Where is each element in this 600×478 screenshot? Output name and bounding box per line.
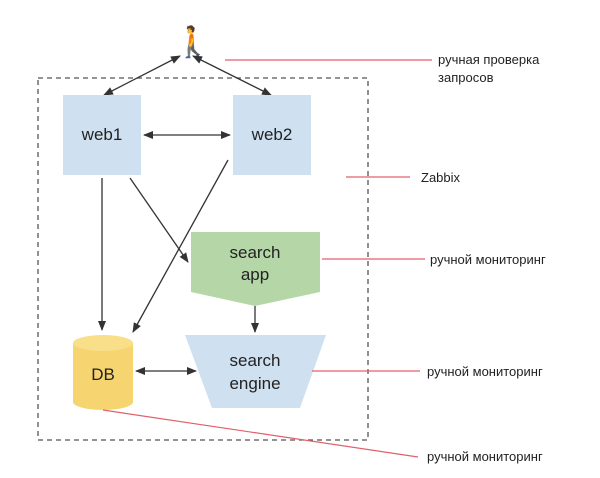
search-engine-label-line2: engine [229,374,280,393]
search-engine-label-line1: search [229,351,280,370]
arrow-web2-db [132,159,229,333]
search-engine-node [185,335,326,408]
label-search-engine-monitoring: ручной мониторинг [427,364,543,379]
search-app-label-line2: app [241,265,269,284]
arrow-user-web2 [192,55,272,96]
label-zabbix: Zabbix [421,170,461,185]
db-label: DB [91,365,115,384]
callout-line-db [102,409,419,458]
web1-node [63,95,141,175]
arrow-user-web1 [103,55,181,96]
label-manual-check-line1: ручная проверка [438,52,540,67]
search-app-node [191,232,320,306]
arrow-web1-search-app [129,177,189,263]
db-node [73,335,133,410]
search-app-label-line1: search [229,243,280,262]
label-manual-check-line2: запросов [438,70,494,85]
user-walking-icon: 🚶 [174,24,211,59]
label-search-app-monitoring: ручной мониторинг [430,252,546,267]
web2-node [233,95,311,175]
web2-label: web2 [251,125,293,144]
label-db-monitoring: ручной мониторинг [427,449,543,464]
web1-label: web1 [81,125,123,144]
